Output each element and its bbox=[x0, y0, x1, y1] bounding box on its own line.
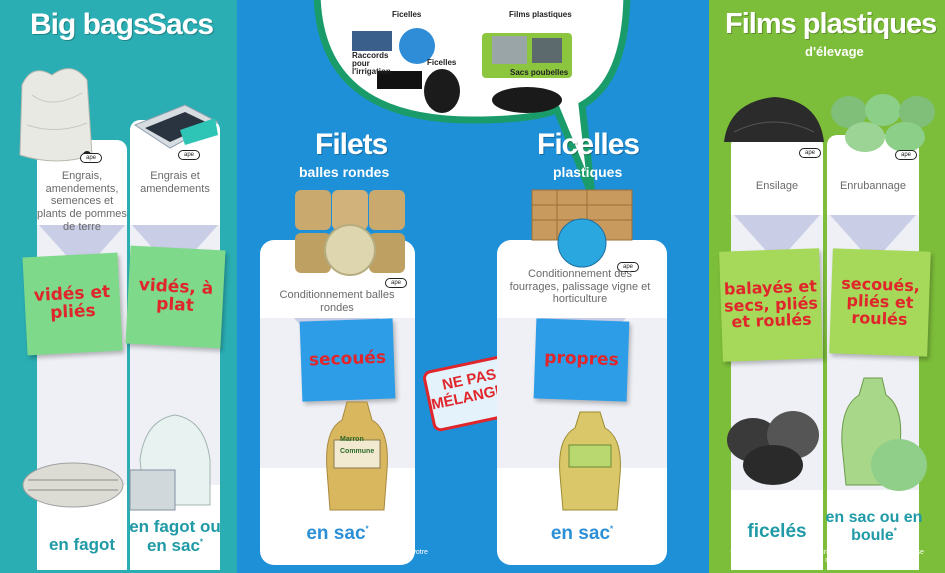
subtitle-balles-rondes: balles rondes bbox=[299, 164, 390, 180]
subtitle-plastiques: plastiques bbox=[553, 164, 623, 180]
panel-filets-ficelles: Ficelles Films plastiques Raccords pour … bbox=[237, 0, 709, 573]
ficelles-sac-image bbox=[559, 411, 621, 511]
films-ficeles-image bbox=[727, 411, 819, 485]
ape-badge: ape bbox=[895, 150, 917, 160]
title-sacs: Sacs bbox=[147, 8, 214, 41]
panel-big-bags-sacs: Big bags Sacs ape ape Engrais, amendemen… bbox=[0, 0, 237, 573]
filets-sac-image bbox=[326, 401, 388, 511]
films-image bbox=[482, 33, 572, 113]
subtitle-elevage: d'élevage bbox=[805, 44, 864, 59]
bubble-label-ficelles-2: Ficelles bbox=[427, 58, 457, 67]
bubble-label-sacs-poubelles: Sacs poubelles bbox=[510, 68, 569, 77]
ficelles-description: Conditionnement des fourrages, palissage… bbox=[509, 268, 651, 306]
big-bags-packaging: en fagot bbox=[48, 535, 116, 554]
ficelles-pallet-image bbox=[531, 189, 633, 268]
sacs-description: Engrais et amendements bbox=[140, 170, 210, 195]
footnote-ficelles: * apporteurs, collecteurs : inscrivez vo… bbox=[499, 549, 666, 565]
ape-badge: ape bbox=[617, 262, 639, 272]
footnote-filets: * apporteurs, collecteurs : inscrivez vo… bbox=[261, 549, 428, 565]
title-ficelles: Ficelles bbox=[537, 128, 640, 161]
sacs-image bbox=[133, 104, 220, 149]
big-bags-description: Engrais, amendements, semences et plants… bbox=[37, 170, 127, 233]
title-big-bags: Big bags bbox=[30, 8, 150, 41]
instruction-note-propres: propres bbox=[533, 318, 630, 402]
filets-description: Conditionnement balles rondes bbox=[279, 289, 395, 314]
instruction-note-vides-a-plat: vidés, à plat bbox=[125, 245, 226, 349]
ficelles-packaging: en sac* bbox=[550, 523, 614, 544]
sacs-packaging: en fagot ou en sac* bbox=[129, 517, 221, 555]
bubble-label-raccords: Raccords pour l'irrigation bbox=[352, 51, 391, 76]
films-sac-boule-image bbox=[841, 377, 927, 491]
irrigation-image bbox=[352, 28, 460, 113]
ape-badge: ape bbox=[178, 150, 200, 160]
instruction-note-vides-plies: vidés et pliés bbox=[22, 252, 123, 356]
panel-films-plastiques: Films plastiques d'élevage ape ape Ensil… bbox=[709, 0, 945, 573]
footnote-films: * apporteurs, collecteurs : inscrivez vo… bbox=[730, 549, 924, 565]
title-films-plastiques: Films plastiques bbox=[725, 8, 937, 40]
fagot-image bbox=[22, 462, 124, 508]
balles-rondes-image bbox=[295, 190, 405, 276]
enrubannage-image bbox=[831, 94, 935, 152]
filets-packaging: en sac* bbox=[306, 523, 369, 544]
ensilage-description: Ensilage bbox=[755, 180, 799, 192]
instruction-note-secoues: secoués bbox=[299, 318, 396, 402]
sac-bundle-image bbox=[129, 414, 211, 511]
instruction-note-secoues-plies: secoués, pliés et roulés bbox=[829, 248, 931, 357]
ape-badge: ape bbox=[799, 148, 821, 158]
title-filets: Filets bbox=[315, 128, 388, 161]
bubble-label-films: Films plastiques bbox=[509, 10, 572, 19]
bag-label-commune: Commune bbox=[340, 448, 375, 455]
ensilage-image bbox=[724, 97, 824, 142]
ape-badge: ape bbox=[385, 278, 407, 288]
bubble-label-ficelles: Ficelles bbox=[392, 10, 422, 19]
enrubannage-description: Enrubannage bbox=[839, 180, 907, 192]
bag-label-marron: Marron bbox=[340, 436, 364, 443]
enrubannage-packaging: en sac ou en boule* bbox=[825, 509, 923, 544]
ensilage-packaging: ficelés bbox=[747, 521, 807, 542]
instruction-note-balayes: balayés et secs, pliés et roulés bbox=[719, 248, 823, 362]
ape-badge: ape bbox=[80, 153, 102, 163]
